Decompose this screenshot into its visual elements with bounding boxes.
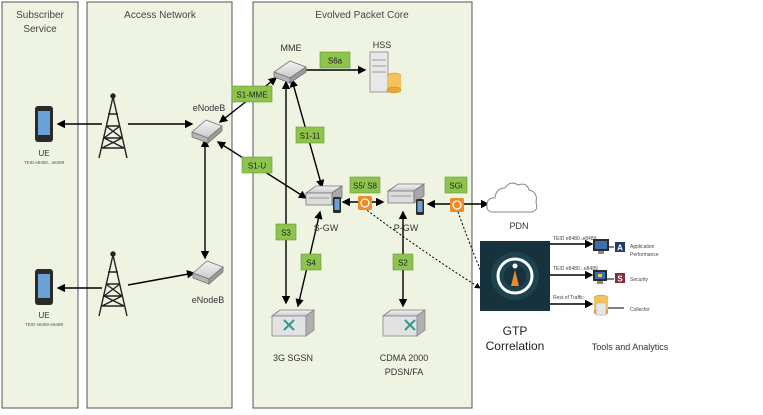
svg-text:SGi: SGi xyxy=(449,182,463,191)
gtp-output-label-2: TEID e8480...e8489 xyxy=(553,266,598,272)
evolved-packet-core-title: Evolved Packet Core xyxy=(315,10,409,21)
security-label: Security xyxy=(630,277,649,283)
interface-s4: S4 xyxy=(300,253,322,271)
network-tap-icon xyxy=(358,196,372,210)
gateway-icon xyxy=(386,183,426,204)
svg-text:S3: S3 xyxy=(281,229,291,238)
tap-phone-icon xyxy=(416,199,424,215)
svg-text:S1-11: S1-11 xyxy=(300,132,321,141)
ue-teid: TEID e8490-e8499 xyxy=(25,322,64,327)
pdn-label: PDN xyxy=(509,221,528,231)
sgsn-label: 3G SGSN xyxy=(273,353,313,363)
cell-tower-icon xyxy=(98,93,128,159)
gtp-title: GTP xyxy=(503,324,528,338)
server-database-icon xyxy=(369,51,402,94)
subscriber-panel-subtitle: Service xyxy=(23,24,57,35)
cell-tower-icon xyxy=(98,251,128,317)
app-performance-label-line1: Application xyxy=(630,244,655,250)
svg-text:S: S xyxy=(617,275,623,284)
svg-text:A: A xyxy=(617,244,623,253)
interface-s1-mme: S1-MME xyxy=(231,85,273,103)
app-performance-label-line2: Performance xyxy=(630,252,659,258)
tool-collector[interactable]: Collector xyxy=(593,294,650,316)
gtp-correlation-box[interactable]: GTP Correlation xyxy=(480,241,550,353)
interface-s5-s8: S5/ S8 xyxy=(349,176,381,194)
interface-labels: S6a S1-MME S1-11 S1-U S5/ S8 SGi S3 S4 xyxy=(231,51,468,271)
s-gw-node[interactable]: S-GW xyxy=(304,185,344,233)
enodeb-label: eNodeB xyxy=(193,103,226,113)
server-icon xyxy=(270,309,316,337)
svg-text:S1-MME: S1-MME xyxy=(236,91,267,100)
hss-node[interactable]: HSS xyxy=(369,40,402,94)
subscriber-panel: Subscriber Service xyxy=(1,1,79,409)
hss-label: HSS xyxy=(373,40,392,50)
tool-application-performance[interactable]: A Application Performance xyxy=(593,239,659,258)
phone-icon xyxy=(35,106,53,142)
ue-label: UE xyxy=(38,149,49,158)
interface-sgi: SGi xyxy=(444,176,468,194)
app-performance-icon: A xyxy=(615,242,625,253)
database-icon xyxy=(593,294,609,316)
gtp-output-label-1: TEID e8480..e8489 xyxy=(553,236,597,242)
router-icon xyxy=(273,60,307,84)
sgsn-node[interactable]: 3G SGSN xyxy=(270,309,316,363)
enodeb-bottom[interactable]: eNodeB xyxy=(192,260,225,305)
server-icon xyxy=(381,309,427,337)
ue-teid: TEID e8480...e8489 xyxy=(24,160,65,165)
p-gw-label: P-GW xyxy=(394,223,419,233)
mme-node[interactable]: MME xyxy=(273,43,307,84)
enodeb-top[interactable]: eNodeB xyxy=(191,103,226,144)
router-icon xyxy=(191,119,223,144)
svg-text:S5/ S8: S5/ S8 xyxy=(353,182,378,191)
svg-text:S6a: S6a xyxy=(328,57,343,66)
ue-label: UE xyxy=(38,311,49,320)
collector-label: Collector xyxy=(630,307,650,313)
s-gw-label: S-GW xyxy=(314,223,339,233)
p-gw-node[interactable]: P-GW xyxy=(386,183,426,233)
access-network-title: Access Network xyxy=(124,10,197,21)
s5-tap-feed xyxy=(363,207,481,289)
subscriber-panel-title: Subscriber xyxy=(16,10,64,21)
gtp-subtitle: Correlation xyxy=(486,339,545,353)
interface-s3: S3 xyxy=(275,223,297,241)
phone-icon xyxy=(35,269,53,305)
tower2-enodeb-link xyxy=(127,270,196,286)
monitor-lock-icon xyxy=(593,270,607,284)
gateway-icon xyxy=(304,185,344,206)
mme-label: MME xyxy=(281,43,302,53)
tap-phone-icon xyxy=(333,197,341,213)
gtp-output-label-3: Rest of Traffic xyxy=(553,295,584,301)
interface-s6a: S6a xyxy=(319,51,351,69)
svg-text:S4: S4 xyxy=(306,259,316,268)
network-tap-icon xyxy=(450,198,464,212)
monitor-icon xyxy=(593,239,609,254)
router-icon xyxy=(192,260,224,285)
svg-text:S2: S2 xyxy=(398,259,408,268)
interface-s11: S1-11 xyxy=(295,126,325,144)
tools-analytics-title: Tools and Analytics xyxy=(592,342,669,352)
svg-text:S1-U: S1-U xyxy=(248,162,266,171)
interface-s2: S2 xyxy=(392,253,414,271)
security-icon: S xyxy=(615,273,625,284)
cdma-node[interactable]: CDMA 2000 PDSN/FA xyxy=(380,309,429,377)
enodeb-label: eNodeB xyxy=(192,295,225,305)
cdma-label-line2: PDSN/FA xyxy=(385,367,424,377)
ue-device-top: UE TEID e8480...e8489 xyxy=(24,106,65,165)
access-network-panel: Access Network xyxy=(86,1,233,409)
pdn-cloud[interactable]: PDN xyxy=(486,182,538,231)
tool-security[interactable]: S Security xyxy=(593,270,649,284)
gtp-logo-icon xyxy=(491,252,539,300)
ue-device-bottom: UE TEID e8490-e8499 xyxy=(25,269,64,327)
cdma-label-line1: CDMA 2000 xyxy=(380,353,429,363)
interface-s1-u: S1-U xyxy=(241,156,273,174)
cloud-icon xyxy=(486,182,538,213)
